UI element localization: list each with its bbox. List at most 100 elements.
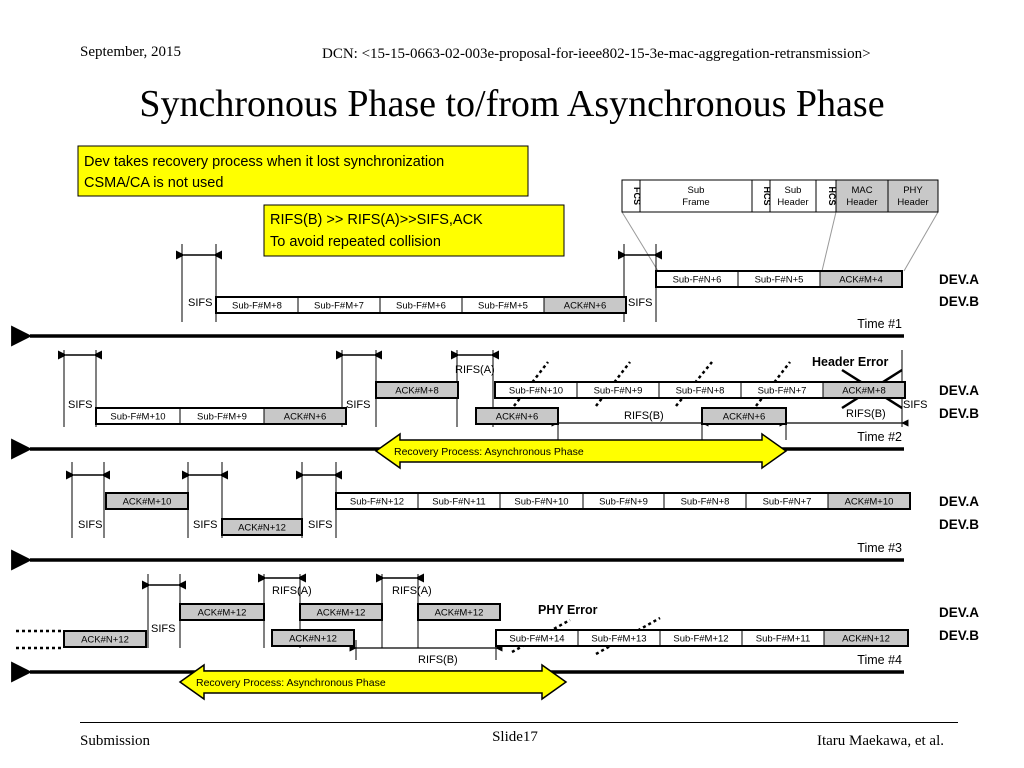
note-rifs-line2: To avoid repeated collision [270,234,441,250]
header-error-label: Header Error [812,355,889,369]
row4-dev-a-ack1-label: ACK#M+12 [198,608,247,619]
row4-dev-b-ack2-label: ACK#N+12 [289,634,337,645]
sifs-label: SIFS [68,399,92,411]
sifs-label: SIFS [193,519,217,531]
row4-dev-b-data-label: Sub-F#M+13 [591,634,646,645]
sifs-label: SIFS [346,399,370,411]
header-dcn: DCN: <15-15-0663-02-003e-proposal-for-ie… [322,46,871,62]
row4-dev-b-ack1-outline [63,630,147,648]
row1-dev-a-label: Sub-F#N+5 [755,275,804,286]
row2-dev-b-data-label: Sub-F#M+9 [197,412,247,423]
row4-dev-b-data-label: Sub-F#M+14 [509,634,564,645]
rifs-b-label: RIFS(B) [418,654,458,666]
row3-dev-a-ack-outline [105,492,189,510]
dev-b-label: DEV.B [939,294,979,309]
frame-format-label: Sub [688,185,705,196]
frame-format-label: MAC [851,185,872,196]
row2-dev-b-data-outline [95,407,347,425]
projection-line [621,211,659,272]
rifs-b-label: RIFS(B) [846,408,886,420]
row3-dev-a-data-label: ACK#M+10 [845,497,894,508]
row4-dev-a-ack3-label: ACK#M+12 [435,608,484,619]
row4-dev-a-ack3-outline [417,603,501,621]
dev-a-label: DEV.A [939,494,979,509]
projection-line [821,211,837,272]
dev-b-label: DEV.B [939,517,979,532]
row3-dev-a-data-outline [335,492,911,510]
error-slash [511,618,571,654]
time-label-time2: Time #2 [857,430,902,444]
row3-dev-a-data-label: Sub-F#N+12 [350,497,404,508]
row4-dev-b-data-label: Sub-F#M+12 [673,634,728,645]
row3-dev-a-data-label: Sub-F#N+7 [763,497,812,508]
rifs-a-label: RIFS(A) [272,585,312,597]
frame-format-label: PHY [903,185,923,196]
frame-format-label: Header [777,197,808,208]
row2-dev-b-ack1-outline [475,407,559,425]
row1-dev-a-label: ACK#M+4 [839,275,883,286]
row2-dev-b-ack2-label: ACK#N+6 [723,412,766,423]
projection-line [903,211,939,272]
row1-dev-b-label: Sub-F#M+6 [396,301,446,312]
row1-dev-b-label: Sub-F#M+8 [232,301,282,312]
row3-dev-a-ack-label: ACK#M+10 [123,497,172,508]
note-rifs-box [263,204,565,257]
sifs-label: SIFS [151,623,175,635]
row2-dev-b-ack1-label: ACK#N+6 [496,412,539,423]
slide-title: Synchronous Phase to/from Asynchronous P… [139,83,885,125]
row3-dev-a-data-label: Sub-F#N+11 [432,497,485,508]
row2-dev-b-data-label: ACK#N+6 [284,412,327,423]
recovery-arrow-row4 [178,663,568,701]
rifs-a-label: RIFS(A) [392,585,432,597]
row1-dev-a-outline [655,270,903,288]
recovery-arrow-row2 [374,432,788,470]
note-recovery-line1: Dev takes recovery process when it lost … [84,154,444,170]
row4-dev-b-data-label: Sub-F#M+11 [756,634,810,645]
footer-slide-number: Slide17 [492,729,538,745]
row3-dev-a-data-label: Sub-F#N+8 [681,497,730,508]
sifs-label: SIFS [903,399,927,411]
dev-a-label: DEV.A [939,272,979,287]
frame-format-field [887,179,939,213]
row4-dev-a-ack2-outline [299,603,383,621]
row4-dev-a-ack1-outline [179,603,265,621]
frame-format-field [835,179,889,213]
sifs-label: SIFS [308,519,332,531]
row2-dev-a-data-label: Sub-F#N+10 [509,386,563,397]
frame-format-label: HCS [827,186,837,205]
row1-dev-b-outline [215,296,627,314]
row4-dev-b-ack2-outline [271,629,355,647]
row4-dev-b-data-outline [495,629,909,647]
row2-dev-a-ack-outline [375,381,459,399]
time-label-time1: Time #1 [857,317,902,331]
row3-dev-b-ack-label: ACK#N+12 [238,523,286,534]
sifs-label: SIFS [78,519,102,531]
frame-format-label: Header [846,197,877,208]
frame-format-label: HCS [762,186,772,205]
dev-b-label: DEV.B [939,406,979,421]
frame-format-field [639,179,753,213]
row2-dev-a-ack-label: ACK#M+8 [395,386,439,397]
row2-dev-a-data-outline [494,381,906,399]
note-rifs-line1: RIFS(B) >> RIFS(A)>>SIFS,ACK [270,212,483,228]
row4-dev-b-data-label: ACK#N+12 [842,634,890,645]
rifs-b-label: RIFS(B) [624,410,664,422]
header-date: September, 2015 [80,44,182,60]
time-label-time4: Time #4 [857,653,902,667]
time-label-time3: Time #3 [857,541,902,555]
note-recovery-line2: CSMA/CA is not used [84,175,223,191]
sifs-label: SIFS [628,297,652,309]
phy-error-label: PHY Error [538,603,598,617]
row1-dev-b-label: Sub-F#M+7 [314,301,364,312]
row2-dev-a-data-label: ACK#M+8 [842,386,886,397]
rifs-a-label: RIFS(A) [455,364,495,376]
footer-rule [80,722,958,723]
row2-dev-b-data-label: Sub-F#M+10 [110,412,165,423]
frame-format-label: Frame [682,197,709,208]
recovery-label-row4: Recovery Process: Asynchronous Phase [196,677,386,689]
row4-dev-a-ack2-label: ACK#M+12 [317,608,366,619]
note-recovery-box [77,145,529,197]
recovery-label-row2: Recovery Process: Asynchronous Phase [394,446,584,458]
frame-format-field [769,179,817,213]
